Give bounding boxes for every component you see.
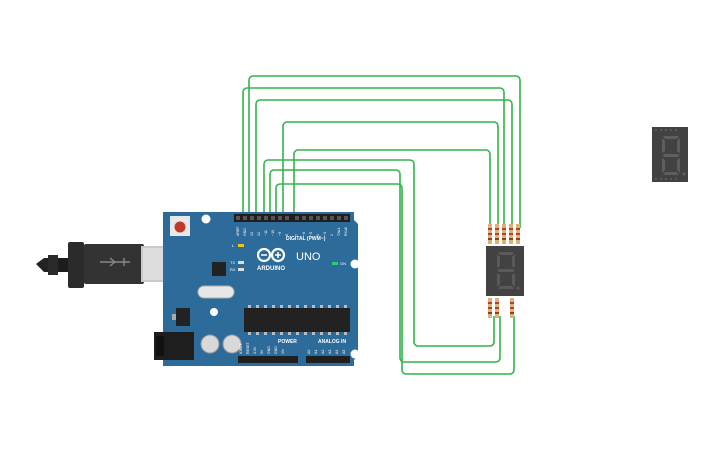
led-rx-label: RX [230, 267, 236, 272]
led-on-indicator [332, 262, 338, 265]
pin-label: ~10 [271, 230, 275, 236]
usb-chip [212, 262, 226, 276]
resistor-group-bottom[interactable] [488, 298, 514, 318]
pin-label: RESET [246, 341, 250, 354]
brand-label: ARDUINO [257, 266, 285, 272]
led-tx-indicator [238, 261, 244, 264]
pin-label: ~5 [309, 232, 313, 236]
digital-label: DIGITAL (PWM~) [286, 236, 326, 242]
wire-3[interactable] [255, 99, 513, 228]
power-jack-icon[interactable] [154, 332, 194, 360]
mounting-hole [350, 259, 360, 269]
pin-label: RX◂0 [344, 227, 348, 236]
pin-label: ~11 [264, 230, 268, 236]
pin-label: A4 [335, 350, 339, 354]
on-label: ON [340, 261, 346, 266]
wires[interactable] [242, 75, 521, 375]
pin-label: 8 [285, 234, 289, 236]
wire-4[interactable] [282, 121, 499, 228]
pin-label: 3.3V [253, 346, 257, 354]
model-label: UNO [296, 251, 321, 263]
arduino-infinity-icon [256, 247, 286, 263]
usb-cable-icon[interactable] [36, 242, 165, 288]
pin-label: IOREF [239, 342, 243, 354]
wire-1[interactable] [242, 87, 505, 228]
pin-label: A2 [321, 350, 325, 354]
wire-8[interactable] [275, 183, 515, 375]
pin-label: GND [243, 228, 247, 236]
pin-label: 7 [295, 234, 299, 236]
pin-label: GND [267, 346, 271, 354]
pin-label: GND [274, 346, 278, 354]
display-segments [662, 136, 686, 176]
pin-label: 2 [330, 234, 334, 236]
seven-segment-display[interactable] [486, 224, 524, 318]
pin-label: ~9 [278, 232, 282, 236]
pin-label: A1 [314, 350, 318, 354]
led-tx-label: TX [230, 260, 235, 265]
arduino-uno-board[interactable]: ARDUINO UNO DIGITAL (PWM~) POWER ANALOG … [154, 212, 360, 366]
pin-label: ~3 [323, 232, 327, 236]
atmega-chip [244, 308, 350, 332]
pin-label: ~6 [302, 232, 306, 236]
pin-label: 4 [316, 234, 320, 236]
crystal [197, 285, 235, 299]
capacitor [222, 334, 242, 354]
mounting-hole [350, 349, 360, 359]
pin-label: A5 [342, 350, 346, 354]
pin-label: 13 [250, 232, 254, 236]
regulator [176, 308, 190, 326]
resistor-group-top[interactable] [488, 224, 520, 244]
pin-label: A3 [328, 350, 332, 354]
pin-label: Vin [281, 349, 285, 354]
wire-2[interactable] [248, 75, 521, 228]
capacitor [200, 334, 220, 354]
display-segments [497, 252, 520, 290]
analog-label: ANALOG IN [318, 339, 346, 345]
pin-label: A0 [307, 350, 311, 354]
wire-5[interactable] [293, 149, 491, 228]
reset-button-icon[interactable] [170, 216, 190, 236]
mounting-hole [201, 214, 211, 224]
led-l-indicator [238, 244, 244, 247]
digital-header[interactable] [234, 214, 350, 222]
led-l-label: L [232, 243, 235, 248]
pin-label: 12 [257, 232, 261, 236]
wire-6[interactable] [263, 159, 495, 347]
led-rx-indicator [238, 268, 244, 271]
mounting-hole [210, 308, 218, 316]
pin-label: 5V [260, 349, 264, 354]
power-label: POWER [278, 339, 297, 345]
wire-7[interactable] [269, 169, 501, 363]
seven-segment-display-standalone[interactable] [652, 127, 688, 182]
pin-label: TX▸1 [337, 228, 341, 236]
pin-label: AREF [236, 226, 240, 236]
power-header[interactable] [238, 356, 298, 363]
analog-header[interactable] [306, 356, 350, 363]
